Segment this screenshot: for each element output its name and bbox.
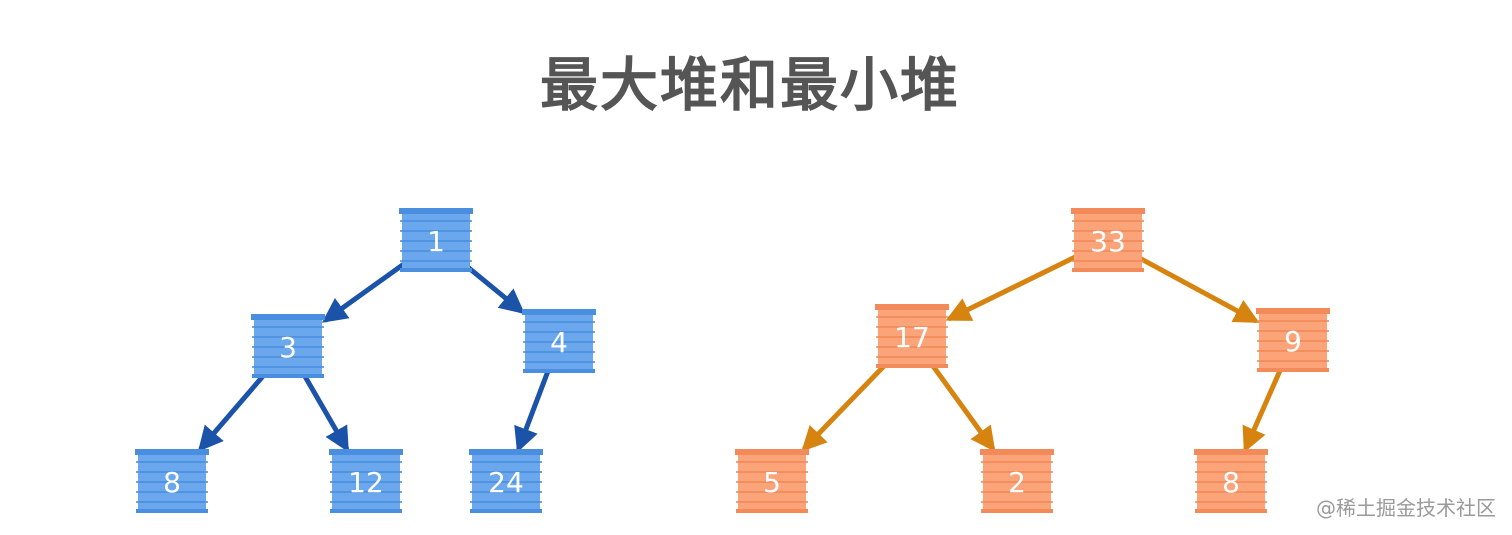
node-cap bbox=[135, 449, 209, 455]
edge-x9-x8 bbox=[1242, 366, 1284, 453]
node-label: 17 bbox=[894, 321, 930, 354]
edge-m3-m12 bbox=[301, 372, 349, 453]
min-heap-node-12: 12 bbox=[329, 449, 403, 513]
node-cap bbox=[399, 208, 473, 214]
node-base bbox=[136, 509, 208, 513]
edge-m3-m8 bbox=[197, 372, 267, 452]
edges-layer bbox=[197, 254, 1284, 453]
min-heap-node-24: 24 bbox=[469, 449, 543, 513]
node-cap bbox=[251, 314, 325, 320]
nodes-layer: 1 3 4 8 12 24 33 17 9 5 2 8 bbox=[135, 208, 1330, 513]
node-label: 24 bbox=[488, 466, 524, 499]
node-cap bbox=[329, 449, 403, 455]
node-label: 4 bbox=[550, 326, 568, 359]
node-cap bbox=[469, 449, 543, 455]
edge-m1-m4 bbox=[465, 264, 525, 314]
node-base bbox=[400, 268, 472, 272]
node-cap bbox=[1256, 308, 1330, 314]
node-cap bbox=[875, 304, 949, 310]
node-label: 2 bbox=[1008, 466, 1026, 499]
watermark: @稀土掘金技术社区 bbox=[1316, 496, 1496, 520]
node-label: 33 bbox=[1090, 225, 1126, 258]
node-base bbox=[252, 374, 324, 378]
edge-x33-x17 bbox=[945, 254, 1079, 321]
node-label: 5 bbox=[763, 466, 781, 499]
node-base bbox=[1257, 368, 1329, 372]
node-label: 9 bbox=[1284, 325, 1302, 358]
node-base bbox=[330, 509, 402, 513]
node-base bbox=[470, 509, 542, 513]
node-cap bbox=[980, 449, 1054, 455]
page-title: 最大堆和最小堆 bbox=[539, 51, 960, 119]
max-heap-node-2: 2 bbox=[980, 449, 1054, 513]
node-base bbox=[1072, 268, 1144, 272]
min-heap-node-3: 3 bbox=[251, 314, 325, 378]
edge-m1-m3 bbox=[321, 261, 407, 323]
min-heap-node-4: 4 bbox=[522, 309, 596, 373]
node-label: 8 bbox=[163, 466, 181, 499]
max-heap-node-5: 5 bbox=[735, 449, 809, 513]
edge-x33-x9 bbox=[1137, 255, 1260, 323]
node-base bbox=[523, 369, 595, 373]
edge-x17-x2 bbox=[929, 362, 996, 453]
edge-x17-x5 bbox=[801, 362, 888, 452]
max-heap-node-9: 9 bbox=[1256, 308, 1330, 372]
node-cap bbox=[1194, 449, 1268, 455]
node-cap bbox=[1071, 208, 1145, 214]
node-label: 8 bbox=[1222, 466, 1240, 499]
node-base bbox=[1195, 509, 1267, 513]
node-base bbox=[736, 509, 808, 513]
edge-m4-m24 bbox=[514, 367, 551, 453]
max-heap-node-8: 8 bbox=[1194, 449, 1268, 513]
node-base bbox=[981, 509, 1053, 513]
max-heap-node-33: 33 bbox=[1071, 208, 1145, 272]
node-label: 3 bbox=[279, 331, 297, 364]
node-cap bbox=[735, 449, 809, 455]
min-heap-node-1: 1 bbox=[399, 208, 473, 272]
node-base bbox=[876, 364, 948, 368]
node-cap bbox=[522, 309, 596, 315]
node-label: 12 bbox=[348, 466, 384, 499]
min-heap-node-8: 8 bbox=[135, 449, 209, 513]
max-heap-node-17: 17 bbox=[875, 304, 949, 368]
node-label: 1 bbox=[427, 225, 445, 258]
